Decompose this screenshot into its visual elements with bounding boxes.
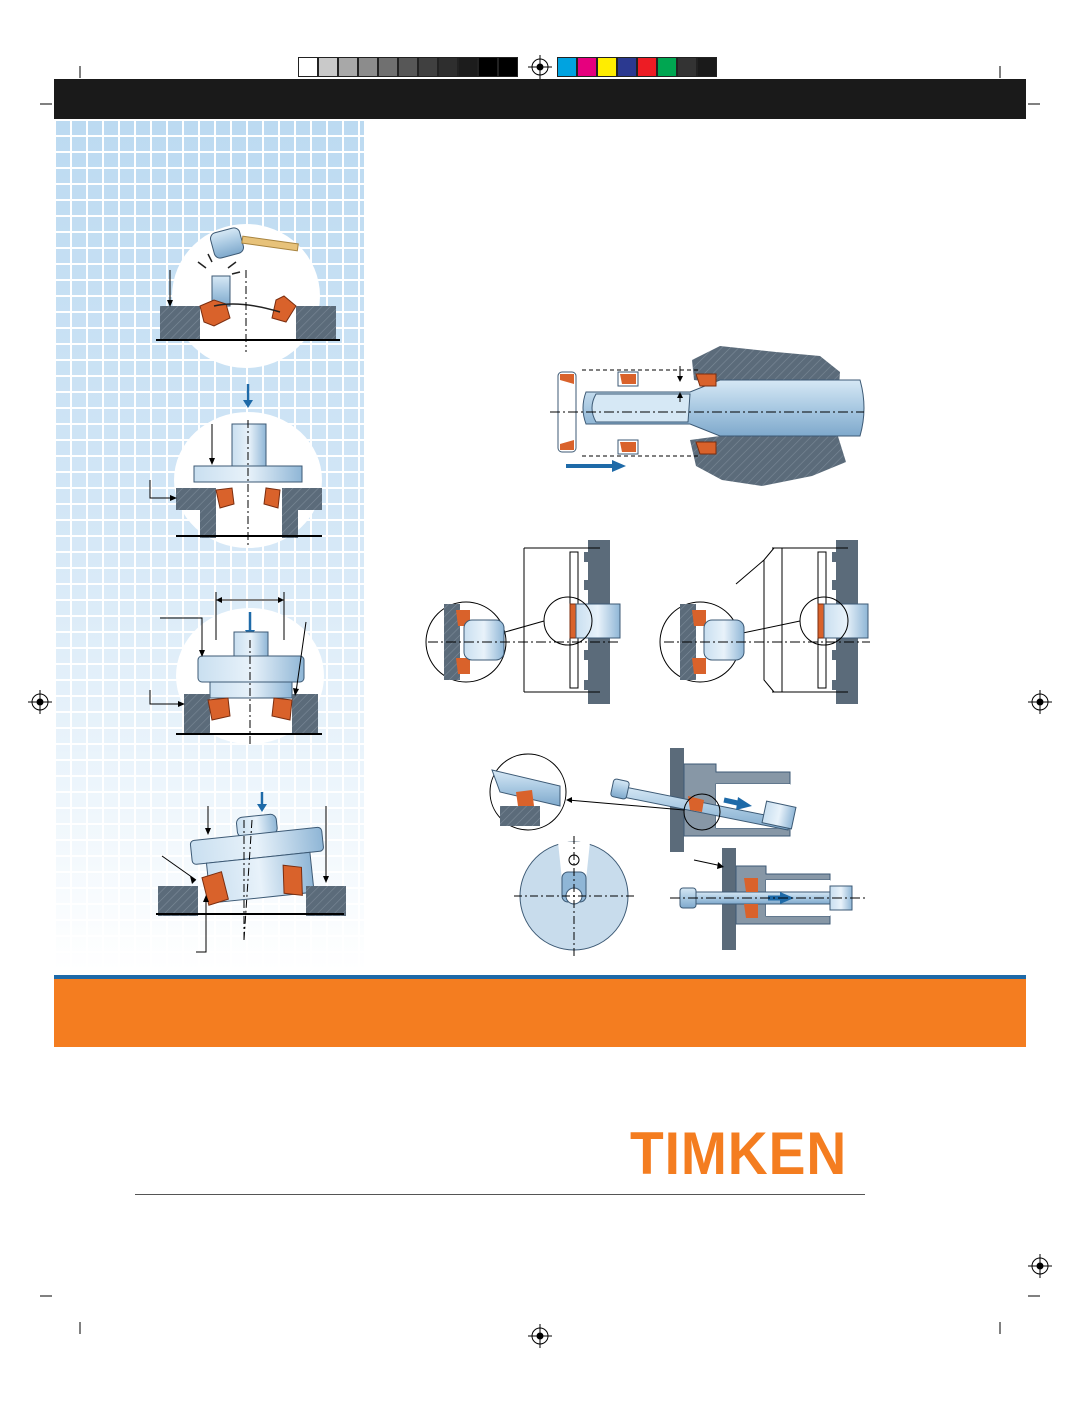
- blue-divider-rule: [54, 975, 1026, 979]
- registration-mark-icon: [528, 55, 552, 79]
- orange-banner: [54, 979, 1026, 1047]
- press-tool-install-figure: [149, 384, 322, 548]
- color-swatch: [378, 57, 398, 77]
- registration-mark-icon: [1028, 690, 1052, 714]
- process-color-bar: [557, 57, 717, 77]
- housing-detail-left-figure: [425, 540, 621, 704]
- crop-marks: [40, 66, 1040, 1334]
- color-swatch: [597, 57, 617, 77]
- stepped-tool-install-figure: [149, 592, 324, 746]
- color-swatch: [318, 57, 338, 77]
- registration-mark-icon: [28, 690, 52, 714]
- housing-detail-right-figure: [659, 540, 870, 704]
- color-swatch: [677, 57, 697, 77]
- down-arrow-icon: [243, 400, 253, 408]
- right-arrow-icon: [612, 460, 626, 472]
- color-swatch: [438, 57, 458, 77]
- color-swatch: [637, 57, 657, 77]
- header-band: [54, 79, 1026, 119]
- cocked-install-figure: [156, 792, 346, 953]
- round-plate-figure: [514, 836, 634, 956]
- color-swatch: [358, 57, 378, 77]
- angled-shaft-figure: [489, 748, 797, 852]
- shaft-sleeve-figure: [550, 346, 865, 486]
- footer-rule: [135, 1194, 865, 1195]
- registration-mark-icon: [528, 1324, 552, 1348]
- down-arrow-icon: [257, 804, 267, 812]
- color-swatch: [478, 57, 498, 77]
- color-swatch: [298, 57, 318, 77]
- color-swatch: [458, 57, 478, 77]
- timken-logo: TIMKEN: [630, 1120, 848, 1187]
- straight-shaft-figure: [670, 848, 866, 950]
- color-swatch: [418, 57, 438, 77]
- color-swatch: [557, 57, 577, 77]
- registration-mark-icon: [1028, 1254, 1052, 1278]
- color-swatch: [338, 57, 358, 77]
- right-arrow-icon: [736, 797, 752, 810]
- color-swatch: [697, 57, 717, 77]
- color-swatch: [657, 57, 677, 77]
- gray-color-bar: [298, 57, 518, 77]
- hammer-icon: [209, 227, 299, 259]
- color-swatch: [617, 57, 637, 77]
- hammer-install-figure: [156, 224, 340, 368]
- color-swatch: [577, 57, 597, 77]
- color-swatch: [398, 57, 418, 77]
- color-swatch: [498, 57, 518, 77]
